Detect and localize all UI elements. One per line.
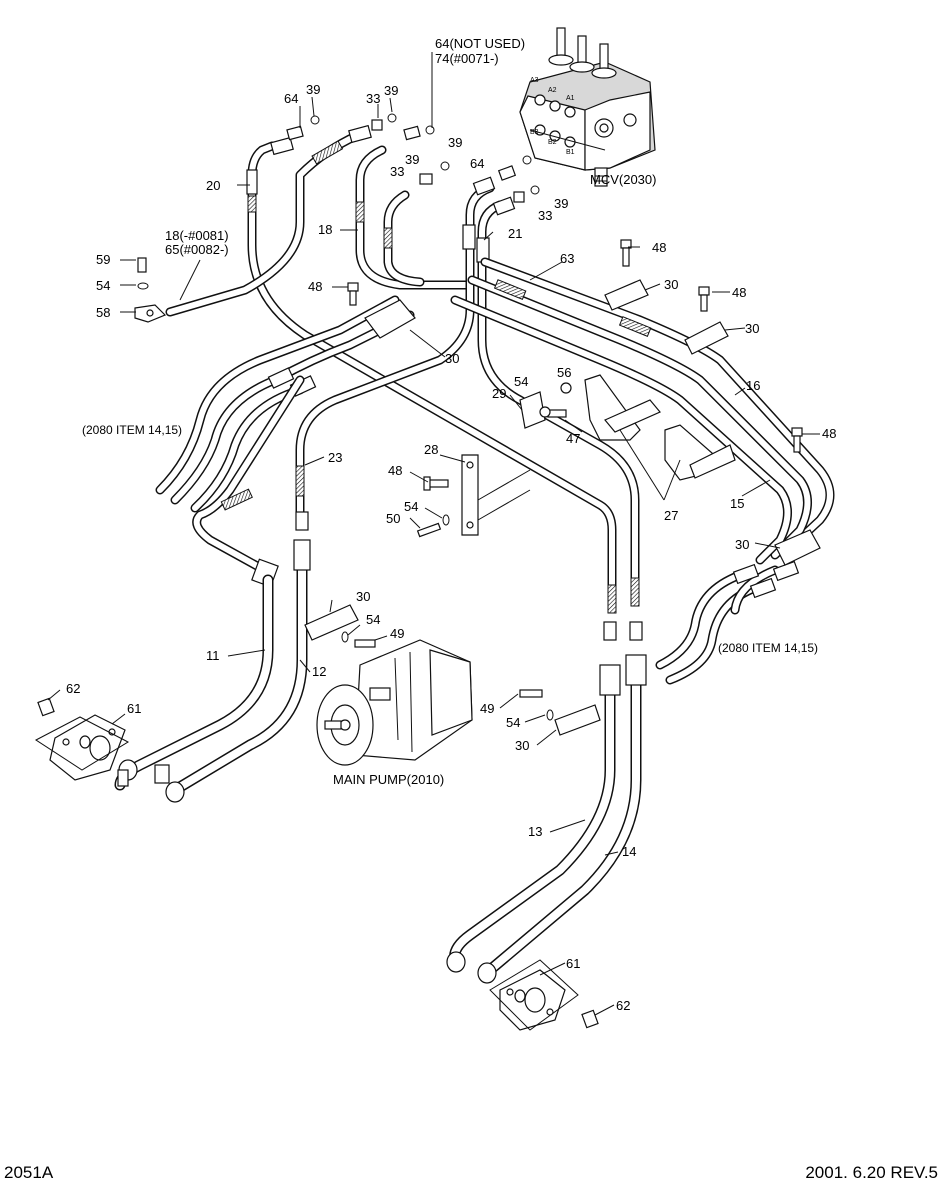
callout-62: 62 <box>66 681 80 696</box>
port-b3-label: B3 <box>530 129 539 136</box>
callout-18: 18 <box>318 222 332 237</box>
callout-63: 63 <box>560 251 574 266</box>
port-b1-label: B1 <box>566 149 575 156</box>
callout-61: 61 <box>566 956 580 971</box>
callout-54: 54 <box>366 612 380 627</box>
bolts <box>134 239 803 721</box>
callout-30: 30 <box>515 738 529 753</box>
clamp-30-lower <box>117 604 601 787</box>
callout-54: 54 <box>506 715 520 730</box>
callout-62: 62 <box>616 998 630 1013</box>
callout-33: 33 <box>538 208 552 223</box>
callout-23: 23 <box>328 450 342 465</box>
pipe-14 <box>484 621 647 976</box>
callout-48: 48 <box>822 426 836 441</box>
callout-54: 54 <box>96 278 110 293</box>
drawing-code: 2051A <box>4 1163 54 1182</box>
callout-59: 59 <box>96 252 110 267</box>
callout-30: 30 <box>356 589 370 604</box>
callout-48: 48 <box>732 285 746 300</box>
callout-49: 49 <box>480 701 494 716</box>
callout-39: 39 <box>384 83 398 98</box>
callout-56: 56 <box>557 365 571 380</box>
callout-20: 20 <box>206 178 220 193</box>
callout-30: 30 <box>745 321 759 336</box>
ref-2080-left: (2080 ITEM 14,15) <box>82 423 182 437</box>
callout-48: 48 <box>388 463 402 478</box>
callout-11: 11 <box>206 648 220 663</box>
callout-64-not-used: 64(NOT USED) <box>435 36 525 51</box>
hose-63-16-15 <box>450 257 835 565</box>
callout-47: 47 <box>566 431 580 446</box>
callout-33: 33 <box>366 91 380 106</box>
callout-74: 74(#0071-) <box>435 51 499 66</box>
pipe-12 <box>165 511 311 803</box>
callout-21: 21 <box>508 226 522 241</box>
callout-12: 12 <box>312 664 326 679</box>
callout-29: 29 <box>492 386 506 401</box>
callout-54: 54 <box>514 374 528 389</box>
callout-13: 13 <box>528 824 542 839</box>
bracket-28 <box>461 454 531 536</box>
callout-labels: 64(NOT USED) 74(#0071-) 64 39 33 39 39 3… <box>66 36 836 1013</box>
callout-49: 49 <box>390 626 404 641</box>
callout-48: 48 <box>308 279 322 294</box>
callout-27: 27 <box>664 508 678 523</box>
bracket-27 <box>584 374 736 481</box>
pipe-13 <box>449 621 621 966</box>
main-pump-label: MAIN PUMP(2010) <box>333 772 444 787</box>
callout-39: 39 <box>405 152 419 167</box>
flange-61-right <box>446 951 599 1031</box>
mcv-valve-block <box>519 27 656 187</box>
clamp-30-upper <box>364 279 821 566</box>
clamp-29 <box>519 382 572 429</box>
ref-2080-right: (2080 ITEM 14,15) <box>718 641 818 655</box>
callout-16: 16 <box>746 378 760 393</box>
callout-58: 58 <box>96 305 110 320</box>
hose-bundle-left <box>155 295 415 513</box>
callout-64: 64 <box>470 156 484 171</box>
pipe-11 <box>114 574 274 791</box>
callout-39: 39 <box>306 82 320 97</box>
callout-28: 28 <box>424 442 438 457</box>
callout-15: 15 <box>730 496 744 511</box>
port-a3-label: A3 <box>530 77 539 84</box>
callout-33: 33 <box>390 164 404 179</box>
main-pump <box>316 639 473 766</box>
callout-18-range: 18(-#0081) <box>165 228 229 243</box>
port-a2-label: A2 <box>548 87 557 94</box>
callout-61: 61 <box>127 701 141 716</box>
callout-39: 39 <box>448 135 462 150</box>
callout-30: 30 <box>664 277 678 292</box>
callout-64: 64 <box>284 91 298 106</box>
hose-18 <box>165 130 363 317</box>
hose-18b <box>355 145 475 290</box>
callout-54: 54 <box>404 499 418 514</box>
mcv-label: MCV(2030) <box>590 172 656 187</box>
fittings-mcv <box>270 113 540 216</box>
callout-39: 39 <box>554 196 568 211</box>
callout-65: 65(#0082-) <box>165 242 229 257</box>
mcv-port-labels: A3 A2 A1 B3 B2 B1 <box>530 77 575 156</box>
port-a1-label: A1 <box>566 95 575 102</box>
callout-50: 50 <box>386 511 400 526</box>
hose-20 <box>246 141 617 605</box>
callout-48: 48 <box>652 240 666 255</box>
flange-61-left <box>35 697 138 781</box>
hose-bundle-right <box>655 560 800 685</box>
footer: 2051A 2001. 6.20 REV.5 <box>4 1163 938 1182</box>
callout-30: 30 <box>445 351 459 366</box>
callout-14: 14 <box>622 844 636 859</box>
port-b2-label: B2 <box>548 139 557 146</box>
revision-date: 2001. 6.20 REV.5 <box>805 1163 938 1182</box>
callout-30: 30 <box>735 537 749 552</box>
hose-21 <box>295 183 640 614</box>
leader-lines <box>47 52 820 1016</box>
